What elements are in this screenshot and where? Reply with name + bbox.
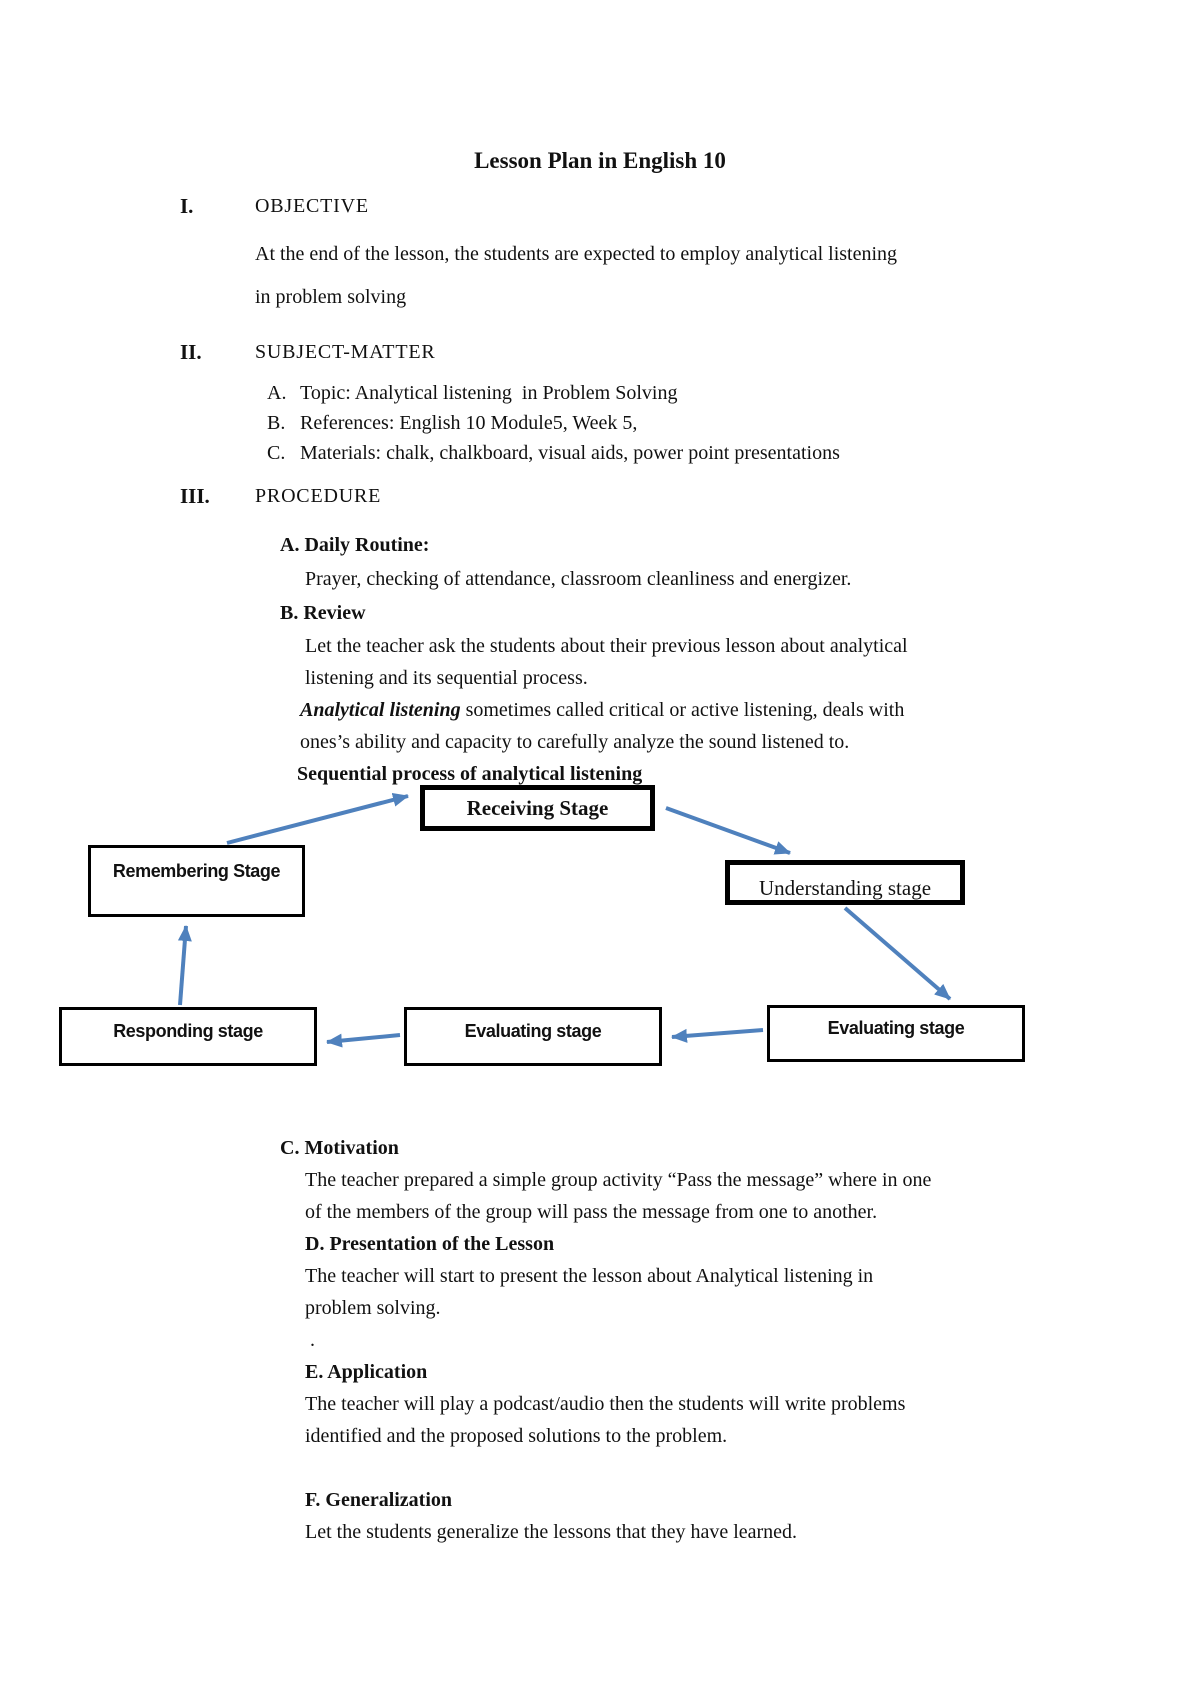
presentation-line-1: The teacher will start to present the le…	[305, 1265, 874, 1287]
objective-line-2: in problem solving	[255, 286, 407, 308]
list-marker: C.	[267, 442, 286, 464]
review-label: B. Review	[280, 602, 366, 624]
application-label: E. Application	[305, 1361, 428, 1383]
subject-matter-list: A. Topic: Analytical listening in Proble…	[267, 378, 840, 468]
diagram-box-evaluating-stage-middle: Evaluating stage	[404, 1007, 662, 1066]
responding-stage-label: Responding stage	[113, 1021, 263, 1041]
daily-routine-body: Prayer, checking of attendance, classroo…	[305, 568, 852, 590]
subject-matter-title: SUBJECT-MATTER	[255, 341, 436, 363]
list-item: C. Materials: chalk, chalkboard, visual …	[267, 438, 840, 468]
sequential-process-diagram: Receiving Stage Remembering Stage Unders…	[0, 778, 1200, 1090]
definition-line-1: Analytical listening sometimes called cr…	[300, 694, 908, 726]
objective-numeral: I.	[180, 194, 194, 218]
arrow-evaluating-right-to-middle	[671, 1028, 764, 1043]
section-subject-matter: II. SUBJECT-MATTER A. Topic: Analytical …	[180, 338, 840, 468]
review-line-2: listening and its sequential process.	[305, 667, 588, 689]
presentation-line-2: problem solving.	[305, 1297, 441, 1319]
diagram-box-evaluating-stage-right: Evaluating stage	[767, 1005, 1025, 1062]
topic-text: Topic: Analytical listening in Problem S…	[300, 382, 678, 404]
stray-dot: .	[310, 1329, 315, 1351]
definition-term: Analytical listening	[300, 699, 461, 721]
evaluating-stage-middle-label: Evaluating stage	[464, 1021, 602, 1041]
generalization-label: F. Generalization	[305, 1489, 453, 1511]
procedure-numeral: III.	[180, 484, 210, 508]
section-procedure: III. PROCEDURE	[180, 482, 381, 510]
diagram-box-receiving-stage: Receiving Stage	[420, 785, 655, 831]
motivation-line-2: of the members of the group will pass th…	[305, 1201, 878, 1223]
arrow-understanding-to-evaluating	[843, 906, 952, 1001]
blank-line	[280, 1452, 931, 1484]
materials-text: Materials: chalk, chalkboard, visual aid…	[300, 442, 840, 464]
diagram-box-understanding-stage: Understanding stage	[725, 860, 965, 905]
objective-title: OBJECTIVE	[255, 195, 369, 217]
arrow-evaluating-middle-to-responding	[326, 1033, 401, 1048]
application-line-2: identified and the proposed solutions to…	[305, 1425, 728, 1447]
list-marker: A.	[267, 382, 287, 404]
understanding-stage-label: Understanding stage	[758, 876, 932, 900]
objective-line-1: At the end of the lesson, the students a…	[255, 243, 898, 265]
arrow-responding-to-remembering	[177, 925, 192, 1006]
presentation-label: D. Presentation of the Lesson	[305, 1233, 555, 1255]
definition-rest: sometimes called critical or active list…	[460, 699, 905, 721]
objective-body: At the end of the lesson, the students a…	[255, 233, 897, 319]
diagram-box-responding-stage: Responding stage	[59, 1007, 317, 1066]
remembering-stage-label: Remembering Stage	[112, 861, 281, 881]
section-objective-heading: I. OBJECTIVE	[180, 192, 897, 220]
procedure-title: PROCEDURE	[255, 485, 382, 507]
evaluating-stage-right-label: Evaluating stage	[827, 1018, 965, 1038]
diagram-box-remembering-stage: Remembering Stage	[88, 845, 305, 917]
page-title: Lesson Plan in English 10	[474, 148, 726, 173]
review-line-1: Let the teacher ask the students about t…	[305, 635, 908, 657]
motivation-label: C. Motivation	[280, 1137, 399, 1159]
arrow-remembering-to-receiving	[226, 792, 409, 845]
subject-matter-numeral: II.	[180, 340, 202, 364]
section-subject-matter-heading: II. SUBJECT-MATTER	[180, 338, 840, 366]
references-text: References: English 10 Module5, Week 5,	[300, 412, 638, 434]
motivation-line-1: The teacher prepared a simple group acti…	[305, 1169, 932, 1191]
list-item: A. Topic: Analytical listening in Proble…	[267, 378, 840, 408]
application-line-1: The teacher will play a podcast/audio th…	[305, 1393, 906, 1415]
section-objective: I. OBJECTIVE At the end of the lesson, t…	[180, 192, 897, 319]
diagram-title: Sequential process of analytical listeni…	[297, 763, 643, 785]
definition-line-2: ones’s ability and capacity to carefully…	[300, 731, 850, 753]
list-item: B. References: English 10 Module5, Week …	[267, 408, 840, 438]
receiving-stage-label: Receiving Stage	[466, 795, 609, 820]
procedure-content: A. Daily Routine: Prayer, checking of at…	[280, 528, 908, 790]
section-procedure-heading: III. PROCEDURE	[180, 482, 381, 510]
diagram-arrows	[177, 792, 952, 1048]
generalization-line: Let the students generalize the lessons …	[305, 1521, 798, 1543]
procedure-tail-sections: C. Motivation The teacher prepared a sim…	[280, 1132, 931, 1548]
arrow-receiving-to-understanding	[665, 806, 791, 855]
list-marker: B.	[267, 412, 286, 434]
daily-routine-label: A. Daily Routine:	[280, 534, 430, 556]
